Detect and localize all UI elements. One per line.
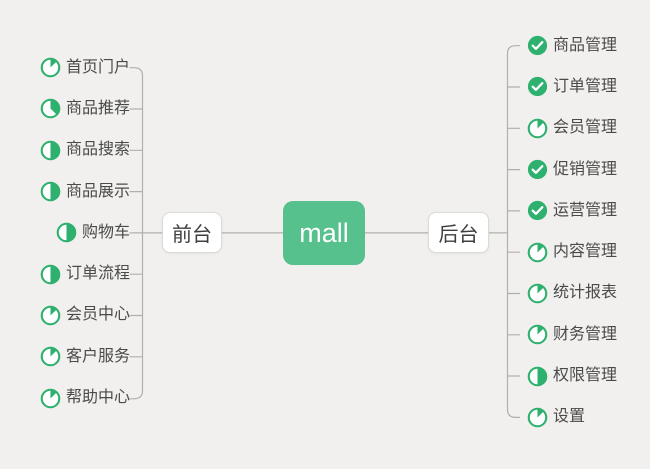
- topic-label: 运营管理: [553, 201, 618, 219]
- task-progress-1-8-icon: [40, 57, 61, 78]
- topic-label: 商品管理: [553, 36, 618, 54]
- backend-topics-list: 商品管理订单管理会员管理促销管理运营管理内容管理统计报表财务管理权限管理设置: [527, 25, 617, 438]
- topic-item[interactable]: 统计报表: [527, 273, 617, 314]
- topic-item[interactable]: 首页门户: [40, 47, 130, 88]
- task-progress-3-8-icon: [40, 98, 61, 119]
- topic-label: 订单管理: [553, 77, 618, 95]
- branch-node-label: 前台: [172, 224, 212, 246]
- branch-node-frontend[interactable]: 前台: [162, 212, 222, 253]
- topic-label: 首页门户: [65, 58, 130, 76]
- frontend-topics-list: 首页门户商品推荐商品搜索商品展示购物车订单流程会员中心客户服务帮助中心: [40, 47, 130, 419]
- topic-label: 订单流程: [65, 265, 130, 283]
- topic-item[interactable]: 商品搜索: [40, 130, 130, 171]
- task-progress-1-2-icon: [527, 366, 548, 387]
- topic-label: 商品搜索: [65, 141, 130, 159]
- topic-label: 会员中心: [65, 306, 130, 324]
- task-done-icon: [527, 200, 548, 221]
- right-bracket-line: [506, 45, 521, 418]
- topic-label: 商品展示: [65, 182, 130, 200]
- task-progress-1-8-icon: [527, 242, 548, 263]
- task-done-icon: [527, 159, 548, 180]
- right-stub-lines: [506, 86, 521, 377]
- topic-item[interactable]: 运营管理: [527, 190, 617, 231]
- topic-item[interactable]: 购物车: [56, 212, 130, 253]
- topic-item[interactable]: 财务管理: [527, 314, 617, 355]
- task-progress-1-2-icon: [40, 264, 61, 285]
- task-done-icon: [527, 76, 548, 97]
- task-progress-1-8-icon: [527, 283, 548, 304]
- topic-item[interactable]: 会员中心: [40, 295, 130, 336]
- task-progress-1-8-icon: [527, 118, 548, 139]
- task-progress-1-8-icon: [40, 346, 61, 367]
- topic-label: 帮助中心: [65, 389, 130, 407]
- topic-label: 购物车: [81, 223, 130, 241]
- topic-item[interactable]: 订单流程: [40, 253, 130, 294]
- topic-label: 商品推荐: [65, 99, 130, 117]
- topic-label: 促销管理: [553, 160, 618, 178]
- topic-label: 权限管理: [553, 367, 618, 385]
- root-node-mall[interactable]: mall: [283, 201, 365, 265]
- topic-label: 会员管理: [553, 119, 618, 137]
- topic-item[interactable]: 权限管理: [527, 355, 617, 396]
- topic-item[interactable]: 订单管理: [527, 66, 617, 107]
- topic-label: 设置: [553, 408, 586, 426]
- topic-label: 统计报表: [553, 284, 618, 302]
- topic-item[interactable]: 商品推荐: [40, 88, 130, 129]
- task-progress-1-8-icon: [527, 324, 548, 345]
- branch-node-backend[interactable]: 后台: [428, 212, 489, 253]
- root-node-label: mall: [299, 217, 349, 248]
- topic-label: 财务管理: [553, 325, 618, 343]
- topic-item[interactable]: 设置: [527, 397, 585, 438]
- topic-item[interactable]: 客户服务: [40, 336, 130, 377]
- task-progress-1-2-icon: [40, 181, 61, 202]
- task-progress-1-2-icon: [56, 222, 77, 243]
- left-stub-lines: [129, 108, 144, 358]
- topic-item[interactable]: 商品管理: [527, 25, 617, 66]
- task-progress-1-2-icon: [40, 140, 61, 161]
- topic-item[interactable]: 会员管理: [527, 108, 617, 149]
- task-done-icon: [527, 35, 548, 56]
- task-progress-1-8-icon: [40, 388, 61, 409]
- task-progress-1-8-icon: [527, 407, 548, 428]
- topic-item[interactable]: 内容管理: [527, 231, 617, 272]
- topic-item[interactable]: 促销管理: [527, 149, 617, 190]
- branch-node-label: 后台: [438, 224, 479, 246]
- topic-item[interactable]: 帮助中心: [40, 377, 130, 418]
- task-progress-1-8-icon: [40, 305, 61, 326]
- topic-item[interactable]: 商品展示: [40, 171, 130, 212]
- topic-label: 内容管理: [553, 243, 618, 261]
- topic-label: 客户服务: [65, 347, 130, 365]
